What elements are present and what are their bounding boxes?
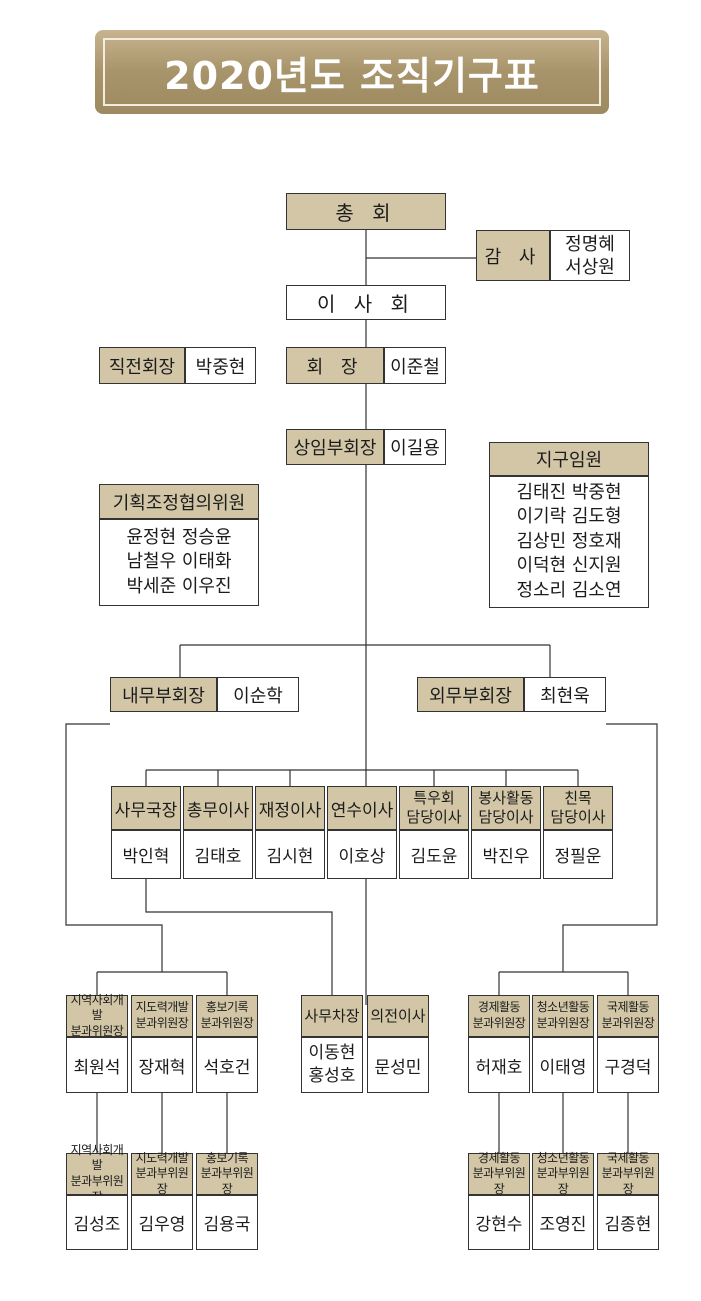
- committee-vice-chair-name: 김용국: [196, 1195, 258, 1250]
- director-role: 특우회 담당이사: [399, 786, 469, 830]
- past-president-name: 박중현: [185, 347, 256, 384]
- committee-chair-role: 경제활동 분과위원장: [468, 995, 530, 1037]
- director-name: 박진우: [471, 830, 541, 879]
- committee-vice-chair-name: 조영진: [532, 1195, 594, 1250]
- committee-chair-role: 국제활동 분과위원장: [597, 995, 659, 1037]
- director-role: 연수이사: [327, 786, 397, 830]
- deputy-secretary-role: 사무차장: [301, 995, 363, 1037]
- director-role: 봉사활동 담당이사: [471, 786, 541, 830]
- director-role: 재정이사: [255, 786, 325, 830]
- director-name: 김도윤: [399, 830, 469, 879]
- director-name: 김태호: [183, 830, 253, 879]
- external-vp-name: 최현욱: [524, 677, 606, 712]
- director-role: 친목 담당이사: [543, 786, 613, 830]
- committee-vice-chair-role: 국제활동 분과부위원장: [597, 1151, 659, 1196]
- committee-chair-role: 지역사회개발 분과위원장: [66, 993, 128, 1038]
- internal-vp-name: 이순학: [217, 677, 299, 712]
- committee-vice-chair-role: 청소년활동 분과부위원장: [532, 1151, 594, 1196]
- general-assembly-box: 총 회: [286, 193, 446, 230]
- committee-vice-chair-name: 김성조: [66, 1195, 128, 1250]
- deputy-secretary-name: 이동현 홍성호: [301, 1037, 363, 1093]
- committee-chair-name: 구경덕: [597, 1037, 659, 1093]
- committee-vice-chair-role: 경제활동 분과부위원장: [468, 1151, 530, 1196]
- title-banner: [95, 30, 609, 114]
- district-officers-title: 지구임원: [489, 442, 649, 476]
- director-name: 이호상: [327, 830, 397, 879]
- director-name: 정필운: [543, 830, 613, 879]
- committee-chair-role: 홍보기록 분과위원장: [196, 995, 258, 1037]
- committee-chair-name: 최원석: [66, 1037, 128, 1093]
- committee-vice-chair-name: 강현수: [468, 1195, 530, 1250]
- standing-vp-name: 이길용: [384, 429, 446, 465]
- director-role: 총무이사: [183, 786, 253, 830]
- committee-vice-chair-name: 김우영: [131, 1195, 193, 1250]
- auditor-label: 감 사: [476, 230, 550, 281]
- committee-vice-chair-name: 김종현: [597, 1195, 659, 1250]
- committee-chair-role: 지도력개발 분과위원장: [131, 995, 193, 1037]
- page-title: 2020년도 조직기구표: [164, 53, 540, 98]
- internal-vp-label: 내무부회장: [110, 677, 217, 712]
- standing-vp-label: 상임부회장: [286, 429, 384, 465]
- auditor-names: 정명혜 서상원: [550, 230, 630, 281]
- protocol-director-role: 의전이사: [367, 995, 429, 1037]
- board-box: 이 사 회: [286, 285, 446, 320]
- committee-chair-name: 이태영: [532, 1037, 594, 1093]
- committee-chair-role: 청소년활동 분과위원장: [532, 995, 594, 1037]
- president-name: 이준철: [384, 347, 446, 384]
- committee-chair-name: 석호건: [196, 1037, 258, 1093]
- president-label: 회 장: [286, 347, 384, 384]
- committee-chair-name: 허재호: [468, 1037, 530, 1093]
- committee-vice-chair-role: 지역사회개발 분과부위원장: [66, 1143, 128, 1204]
- planning-committee-members: 윤정현 정승윤 남철우 이태화 박세준 이우진: [99, 519, 259, 606]
- district-officers-members: 김태진 박중현 이기락 김도형 김상민 정호재 이덕현 신지원 정소리 김소연: [489, 476, 649, 608]
- planning-committee-title: 기획조정협의위원: [99, 484, 259, 519]
- title-banner-frame: [103, 38, 601, 106]
- committee-vice-chair-role: 홍보기록 분과부위원장: [196, 1151, 258, 1196]
- director-name: 박인혁: [111, 830, 181, 879]
- protocol-director-name: 문성민: [367, 1037, 429, 1093]
- committee-vice-chair-role: 지도력개발 분과부위원장: [131, 1151, 193, 1196]
- past-president-label: 직전회장: [99, 347, 185, 384]
- director-role: 사무국장: [111, 786, 181, 830]
- director-name: 김시현: [255, 830, 325, 879]
- external-vp-label: 외무부회장: [417, 677, 524, 712]
- committee-chair-name: 장재혁: [131, 1037, 193, 1093]
